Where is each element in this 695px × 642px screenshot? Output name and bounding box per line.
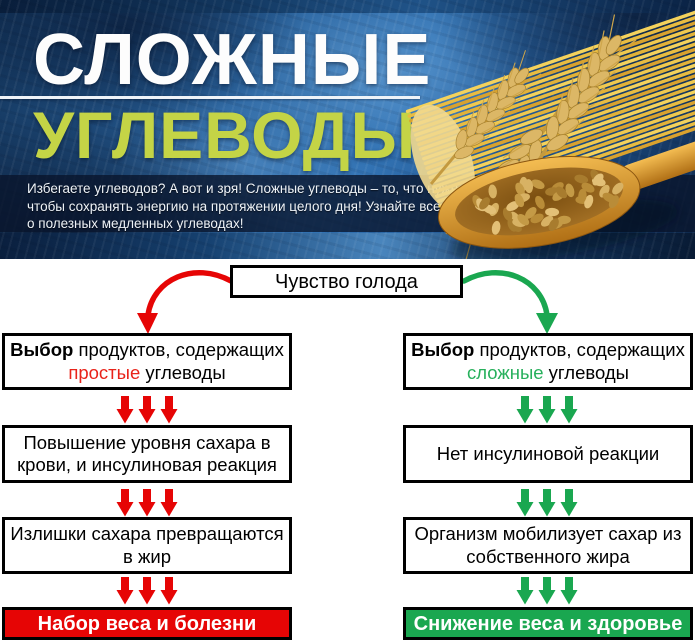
node-text-line: крови, и инсулиновая реакция	[17, 454, 277, 475]
node-left-fat: Излишки сахара превращаются в жир	[2, 517, 292, 574]
bold-word: Выбор	[10, 339, 74, 361]
node-text-line: Нет инсулиновой реакции	[436, 442, 660, 464]
grains-in-spoon	[472, 169, 624, 235]
node-left-result-label: Набор веса и болезни	[37, 612, 257, 635]
triple-arrow-down-red	[114, 489, 180, 517]
node-text-line: сложные углеводы	[467, 362, 629, 384]
banner-title-line2: УГЛЕВОДЫ	[33, 98, 417, 172]
right-branch-curve	[461, 270, 550, 318]
node-hunger-label: Чувство голода	[275, 270, 418, 293]
node-left-choice: Выбор продуктов, содержащих простые угле…	[2, 333, 292, 390]
node-text: продуктов, содержащих	[73, 339, 284, 361]
node-right-choice: Выбор продуктов, содержащих сложные угле…	[403, 333, 693, 390]
node-text-line: собственного жира	[466, 545, 630, 567]
node-text-line: Выбор продуктов, содержащих	[10, 339, 284, 361]
node-left-insulin: Повышение уровня сахара в крови, и инсул…	[2, 425, 292, 483]
flowchart: Чувство голода Выбор продуктов, содержащ…	[0, 259, 695, 642]
left-branch-curve	[145, 270, 234, 318]
triple-arrow-down-green	[514, 489, 580, 517]
banner-description-line3: о полезных медленных углеводах!	[27, 216, 244, 231]
node-text-line: в жир	[123, 545, 171, 567]
wooden-spoon	[437, 138, 695, 259]
banner-title-line1: СЛОЖНЫЕ	[33, 20, 432, 100]
wheat-ear	[429, 50, 542, 185]
spaghetti-cut-end	[410, 104, 475, 213]
banner-description-line2: чтобы сохранять энергию на протяжении це…	[27, 198, 441, 214]
wheat-ear	[521, 14, 637, 186]
node-text: углеводы	[140, 361, 226, 383]
node-right-no-insulin: Нет инсулиновой реакции	[403, 425, 693, 483]
food-photo	[405, 7, 695, 259]
node-text-line: Организм мобилизует сахар из	[414, 523, 682, 545]
right-branch-arrowhead	[536, 313, 558, 334]
node-hunger: Чувство голода	[230, 265, 463, 298]
triple-arrow-down-green	[514, 396, 580, 424]
node-text-line: простые углеводы	[68, 362, 225, 384]
title-divider	[0, 96, 420, 99]
highlight-simple-carbs: простые	[68, 361, 141, 383]
node-right-mobilize: Организм мобилизует сахар из собственног…	[403, 517, 693, 574]
node-right-result: Снижение веса и здоровье	[403, 607, 693, 640]
triple-arrow-down-red	[114, 577, 180, 605]
node-text-line: Выбор продуктов, содержащих	[411, 339, 685, 361]
banner: СЛОЖНЫЕ УГЛЕВОДЫ Избегаете углеводов? А …	[0, 0, 695, 259]
node-text-line: Излишки сахара превращаются	[10, 523, 284, 545]
node-text-line: Повышение уровня сахара в	[23, 431, 271, 453]
branch-arrows	[137, 270, 558, 334]
triple-arrow-down-red	[114, 396, 180, 424]
node-right-result-label: Снижение веса и здоровье	[413, 612, 683, 635]
node-text: продуктов, содержащих	[474, 339, 685, 361]
node-left-result: Набор веса и болезни	[2, 607, 292, 640]
left-branch-arrowhead	[137, 313, 158, 334]
bold-word: Выбор	[411, 339, 475, 361]
triple-arrow-down-green	[514, 577, 580, 605]
highlight-complex-carbs: сложные	[467, 361, 544, 383]
banner-description-line1: Избегаете углеводов? А вот и зря! Сложны…	[27, 181, 470, 196]
node-text: углеводы	[543, 361, 629, 383]
banner-top-edge	[0, 0, 695, 13]
